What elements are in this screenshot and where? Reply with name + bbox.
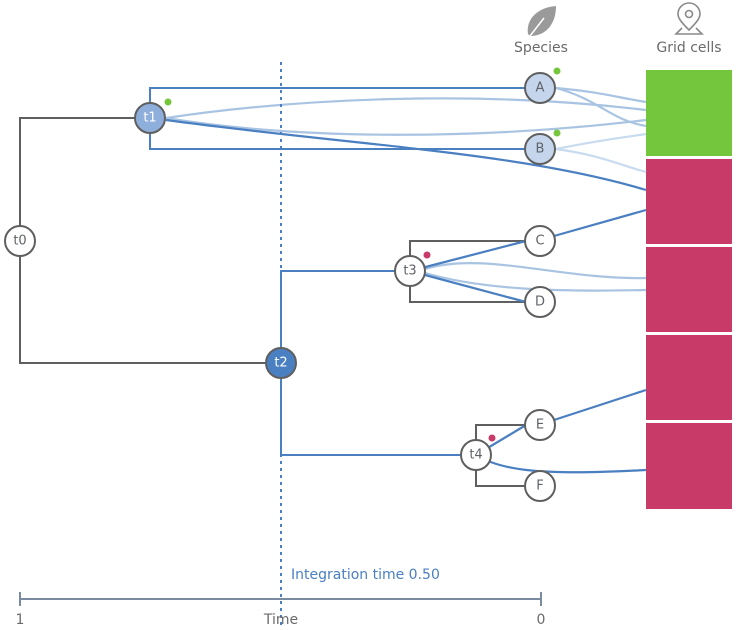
svg-text:B: B [536, 142, 545, 157]
tree-inactive-branches [19, 117, 526, 487]
green-indicator-dot [553, 129, 561, 137]
node-species-a[interactable]: A [524, 72, 556, 104]
very-light-connections [555, 132, 647, 174]
grid-cell[interactable] [646, 159, 732, 244]
light-connections [165, 86, 647, 292]
green-indicator-dot [553, 67, 561, 75]
svg-text:t4: t4 [469, 448, 482, 463]
grid-cells [646, 70, 732, 509]
svg-text:t0: t0 [13, 234, 26, 249]
svg-text:t3: t3 [403, 264, 416, 279]
magenta-indicator-dot [488, 434, 496, 442]
node-species-f[interactable]: F [524, 470, 556, 502]
time-axis: 1 Time 0 [16, 592, 546, 628]
grid-cell[interactable] [646, 423, 732, 509]
grid-cells-header: Grid cells [656, 40, 721, 56]
time-axis-left-label: 1 [16, 612, 25, 628]
node-t4[interactable]: t4 [460, 439, 492, 471]
node-species-e[interactable]: E [524, 409, 556, 441]
svg-text:t2: t2 [274, 356, 287, 371]
node-t0[interactable]: t0 [4, 225, 36, 257]
svg-text:F: F [536, 479, 543, 494]
node-species-d[interactable]: D [524, 286, 556, 318]
node-species-c[interactable]: C [524, 225, 556, 257]
integration-time-label: Integration time 0.50 [291, 567, 440, 583]
grid-cell[interactable] [646, 335, 732, 420]
svg-text:C: C [535, 234, 544, 249]
svg-text:t1: t1 [143, 111, 156, 126]
magenta-indicator-dot [423, 251, 431, 259]
time-axis-right-label: 0 [537, 612, 546, 628]
species-header: Species [514, 40, 568, 56]
strong-connections [165, 118, 647, 474]
grid-cell[interactable] [646, 247, 732, 332]
leaf-icon [527, 6, 556, 37]
tree-active-branches [149, 87, 540, 456]
node-t1[interactable]: t1 [134, 102, 166, 134]
svg-text:A: A [536, 81, 545, 96]
grid-cell[interactable] [646, 70, 732, 156]
svg-text:E: E [536, 418, 544, 433]
node-t2[interactable]: t2 [265, 347, 297, 379]
node-t3[interactable]: t3 [394, 255, 426, 287]
map-pin-icon [674, 2, 704, 35]
green-indicator-dot [164, 98, 172, 106]
node-species-b[interactable]: B [524, 133, 556, 165]
time-axis-title: Time [263, 612, 298, 628]
svg-text:D: D [535, 295, 545, 310]
